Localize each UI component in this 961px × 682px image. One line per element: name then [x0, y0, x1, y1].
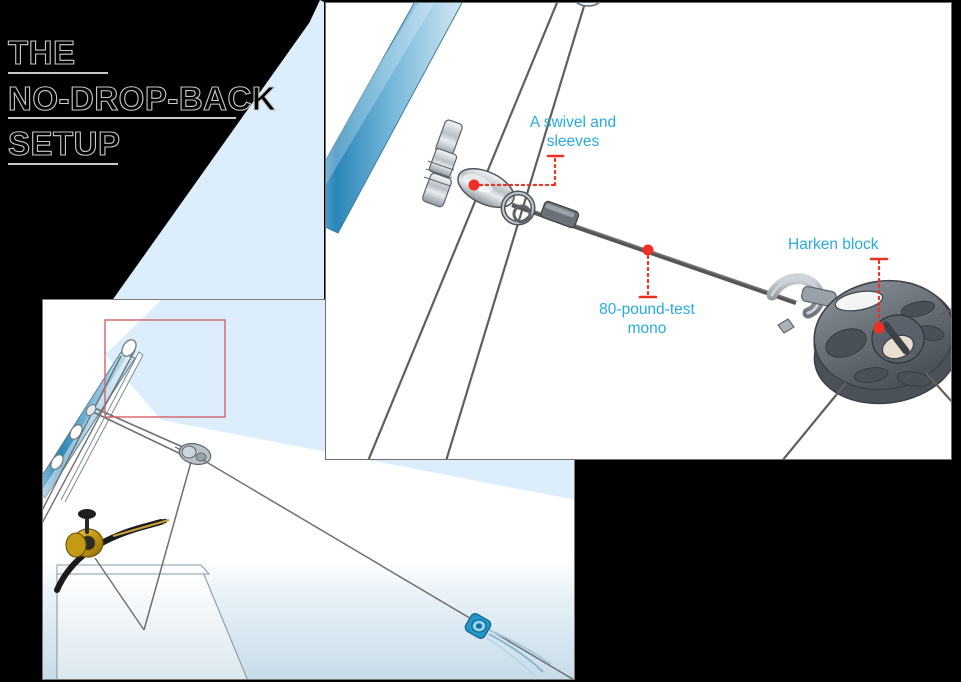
block-cutout-br: [896, 371, 932, 387]
leader-dot-swivel: [468, 179, 480, 191]
fishing-reel: [65, 509, 104, 558]
swivel-ring-highlight: [502, 192, 534, 224]
block-exit-line-b: [925, 372, 951, 403]
pole-eyelet: [85, 404, 97, 416]
callout-label-harken: Harken block: [788, 236, 879, 253]
halyard-line-1: [445, 3, 587, 459]
reel-handle-stem: [85, 516, 89, 534]
block-line-in-groove: [882, 321, 910, 355]
leader-dot-harken: [873, 322, 885, 334]
reel-handle-knob: [78, 509, 96, 519]
halyard-line-2: [367, 3, 559, 459]
shackle-latch: [777, 318, 795, 334]
mono-to-lure: [202, 459, 574, 679]
block-slot-top: [834, 290, 884, 312]
rod-guide-wrap: [112, 518, 170, 538]
swivel-ring-inner: [512, 204, 532, 224]
gunwale-top: [56, 564, 211, 575]
block-cutout-bl: [853, 367, 889, 383]
title-line-2: NO-DROP-BACK: [7, 79, 277, 117]
title-underline-3: [8, 162, 118, 165]
harken-block: [766, 273, 951, 405]
callout-label-mono: 80-pound-test mono: [599, 301, 695, 337]
title-line-1: THE: [7, 34, 76, 71]
pole-tip-ring-detail: [576, 3, 600, 7]
outrigger-pole-detail: [326, 3, 463, 234]
detail-illustration: [326, 3, 951, 459]
block-cutout-ur: [900, 300, 936, 318]
leader-mono: [638, 244, 658, 299]
shackle-highlight: [770, 277, 821, 315]
mono-crimp-highlight: [545, 203, 575, 218]
drop-line: [143, 461, 192, 631]
block-exit-line-c: [782, 382, 847, 459]
line-to-rod-tip: [94, 557, 145, 631]
pole-highlight: [43, 356, 132, 502]
leader-dot-mono: [642, 244, 654, 256]
detail-panel: [325, 2, 952, 460]
pole-ring-lower: [50, 454, 64, 470]
sleeve-ridges: [423, 160, 455, 187]
leader-harken: [869, 257, 889, 334]
page-title: THE NO-DROP-BACK SETUP: [7, 34, 308, 173]
title-line-3: SETUP: [7, 125, 121, 163]
block-cutout-left: [825, 328, 867, 358]
block-exit-line-a: [939, 308, 951, 316]
title-underline-1: [8, 71, 108, 74]
trolling-lure: [464, 613, 552, 677]
crimp-sleeve-lower: [422, 172, 452, 208]
title-underline-2: [8, 117, 236, 120]
callout-label-swivel: A swivel and sleeves: [529, 114, 617, 150]
block-cluster-small: [174, 442, 212, 466]
leader-swivel: [468, 154, 565, 191]
